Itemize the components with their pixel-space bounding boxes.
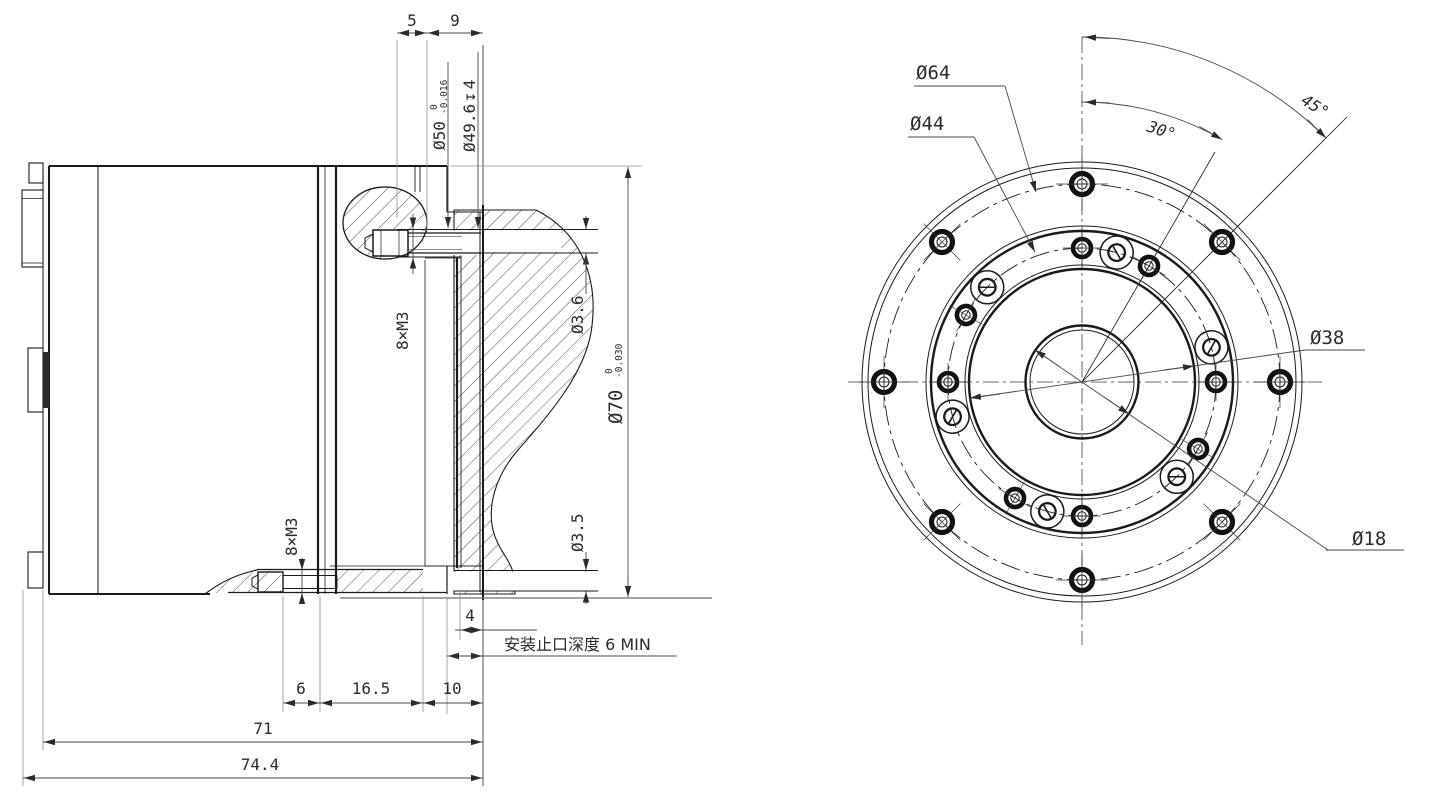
dia50-tol-lower: -0.016 <box>439 79 450 114</box>
dim-dia50: Ø50 0 -0.016 <box>429 62 452 228</box>
extension-lines <box>22 40 712 786</box>
dim-dia3-5: Ø3.5 <box>568 513 590 604</box>
dia50-label: Ø50 <box>430 121 449 150</box>
screw-at-135deg <box>1159 459 1195 495</box>
dia18-label: Ø18 <box>1352 528 1386 550</box>
inner-hole-at-90deg <box>1197 363 1235 401</box>
circle-9-thin <box>1029 329 1135 435</box>
dia50-tol-upper: 0 <box>429 104 440 110</box>
outer-bolt-holes <box>858 158 1306 606</box>
dim-6-text: 6 <box>296 679 306 698</box>
dim-74-4-text: 74.4 <box>241 755 280 774</box>
inner-bolt-holes <box>929 229 1235 535</box>
dim-4: 4 <box>455 606 537 634</box>
dim-dia64: Ø64 <box>914 62 1037 193</box>
dim-10-text: 10 <box>442 679 461 698</box>
outer-hole-at-90deg <box>1254 356 1306 408</box>
inner-hole-at-210deg <box>998 481 1032 515</box>
screw-bottom-section <box>251 571 338 593</box>
section-view: 5 9 Ø50 0 -0.016 Ø49.6 ↧ 4 8×M3 <box>21 11 712 786</box>
dim-5-9: 5 9 <box>397 11 483 37</box>
mounting-plate-section <box>448 209 594 595</box>
housing-body <box>21 162 484 600</box>
dia3-5-label: Ø3.5 <box>568 513 587 552</box>
circle-3-thin <box>925 225 1239 539</box>
dim-6-16-5-10: 6 16.5 10 <box>283 679 483 707</box>
angle-30-text: 30° <box>1144 116 1178 143</box>
dim-m3-bottom: 8×M3 <box>282 517 306 604</box>
dim-angle-30: 30° <box>1081 99 1223 383</box>
dia38-label: Ø38 <box>1310 327 1344 349</box>
inner-hole-at-180deg <box>1063 497 1101 535</box>
outer-hole-at-225deg <box>923 503 961 541</box>
screw-at-195deg <box>1030 494 1065 529</box>
dim-dia38: Ø38 <box>969 327 1365 400</box>
depth-symbol: ↧ <box>460 92 479 102</box>
front-view: 30° 45° Ø64 Ø44 Ø38 <box>848 34 1404 645</box>
flange-bar-bottom <box>204 565 483 595</box>
dim-71-text: 71 <box>253 719 272 738</box>
dim-m3-top: 8×M3 <box>393 214 417 350</box>
m3-bottom-label: 8×M3 <box>282 517 301 556</box>
circle-7-thick <box>967 267 1197 497</box>
screw-at-255deg <box>935 399 970 434</box>
circle-8-thick <box>1024 324 1140 440</box>
dim-spigot-note: 安装止口深度 6 MIN <box>447 635 677 660</box>
spigot-note-text: 安装止口深度 6 MIN <box>504 635 651 654</box>
screw-at-315deg <box>969 269 1005 305</box>
svg-text:Ø50: Ø50 <box>430 121 449 150</box>
inner-hole-at-120deg <box>1181 432 1215 466</box>
screw-at-75deg <box>1194 330 1229 365</box>
inner-hole-at-300deg <box>949 298 983 332</box>
dia64-label: Ø64 <box>916 62 950 84</box>
dia49-6-depth: 4 <box>460 80 479 90</box>
dia3-6-label: Ø3.6 <box>568 295 587 334</box>
screw-top-section <box>364 229 481 257</box>
dim-4-text: 4 <box>465 606 475 625</box>
dim-5-text: 5 <box>407 11 417 30</box>
dim-dia49-6: Ø49.6 ↧ 4 <box>460 52 482 228</box>
dia70-tol-lower: -0.030 <box>614 343 625 378</box>
dim-dia18: Ø18 <box>1034 349 1404 551</box>
outer-hole-at-315deg <box>923 223 961 261</box>
dia49-6-label: Ø49.6 <box>460 104 479 152</box>
flange-screws <box>935 235 1229 529</box>
dim-71: 71 <box>43 719 483 746</box>
dim-16-5-text: 16.5 <box>352 679 391 698</box>
outer-hole-at-180deg <box>1056 554 1108 606</box>
dim-dia70: Ø70 0 -0.030 <box>604 167 632 597</box>
dim-angle-45: 45° <box>1081 34 1348 383</box>
screw-at-15deg <box>1099 235 1134 270</box>
dim-74-4: 74.4 <box>23 755 483 782</box>
dia70-tol-upper: 0 <box>604 368 615 374</box>
hole-edges <box>397 229 598 592</box>
outer-hole-at-0deg <box>1056 158 1108 210</box>
m3-top-label: 8×M3 <box>393 311 412 350</box>
dim-9-text: 9 <box>450 11 460 30</box>
centerlines <box>848 37 1322 645</box>
dia44-label: Ø44 <box>910 113 944 135</box>
outer-hole-at-135deg <box>1203 503 1241 541</box>
dim-dia3-6: Ø3.6 <box>568 216 590 334</box>
inner-hole-at-0deg <box>1063 229 1101 267</box>
dim-dia44: Ø44 <box>908 113 1036 253</box>
outer-hole-at-270deg <box>858 356 910 408</box>
svg-text:Ø49.6↧4: Ø49.6 ↧ 4 <box>460 80 479 152</box>
dia70-label: Ø70 <box>605 390 627 424</box>
inner-hole-at-270deg <box>929 363 967 401</box>
